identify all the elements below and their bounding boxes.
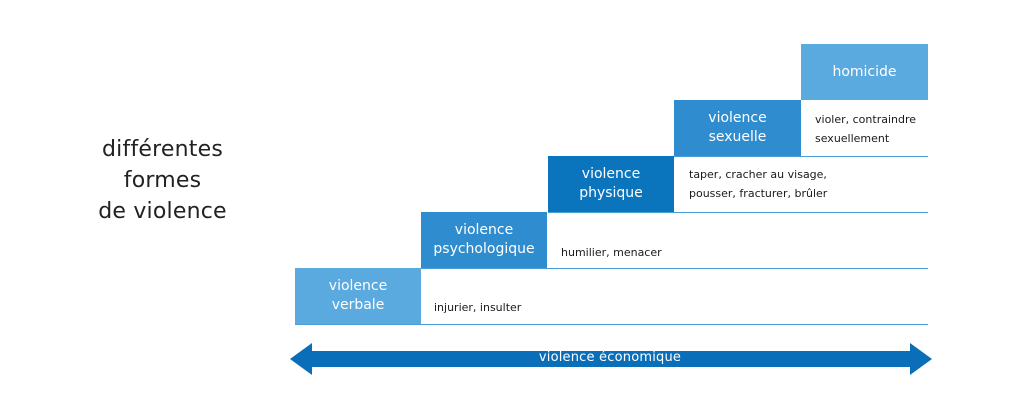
step-violence-sexuelle: violence sexuelle xyxy=(674,100,801,156)
description-physique: taper, cracher au visage, pousser, fract… xyxy=(689,165,827,203)
step-label-line-1: violence xyxy=(328,278,388,294)
description-line: violer, contraindre xyxy=(815,113,917,126)
double-arrow xyxy=(290,343,932,375)
step-violence-psychologique: violence psychologique xyxy=(421,212,547,268)
step-label-line-2: physique xyxy=(579,185,643,201)
step-label-line-1: homicide xyxy=(832,63,897,80)
step-label-line-1: violence xyxy=(581,166,641,182)
step-violence-physique: violence physique xyxy=(548,156,674,212)
title-line-2: formes xyxy=(123,168,202,193)
step-homicide: homicide xyxy=(801,44,928,100)
description-line: taper, cracher au visage, xyxy=(689,168,827,181)
description-line: sexuellement xyxy=(815,132,890,145)
step-label-line-2: sexuelle xyxy=(708,129,767,145)
diagram-title: différentes formes de violence xyxy=(70,134,255,227)
description-sexuelle: violer, contraindre sexuellement xyxy=(815,110,916,148)
row-divider-physique xyxy=(548,212,928,213)
step-label-line-2: verbale xyxy=(331,297,385,313)
description-verbale: injurier, insulter xyxy=(434,298,521,317)
step-violence-verbale: violence verbale xyxy=(295,268,421,324)
row-divider-verbale xyxy=(295,324,928,325)
row-divider-psychologique xyxy=(421,268,928,269)
title-line-1: différentes xyxy=(102,137,223,162)
description-line: injurier, insulter xyxy=(434,301,522,314)
step-label-line-2: psychologique xyxy=(433,241,535,257)
description-line: pousser, fracturer, brûler xyxy=(689,187,828,200)
description-psychologique: humilier, menacer xyxy=(561,243,662,262)
arrow-label: violence économique xyxy=(538,350,682,365)
step-label-line-1: violence xyxy=(454,222,514,238)
step-label-line-1: violence xyxy=(708,110,767,126)
double-arrow-shape xyxy=(290,343,932,375)
row-divider-sexuelle xyxy=(674,156,928,157)
description-line: humilier, menacer xyxy=(561,246,662,259)
title-line-3: de violence xyxy=(98,199,227,224)
